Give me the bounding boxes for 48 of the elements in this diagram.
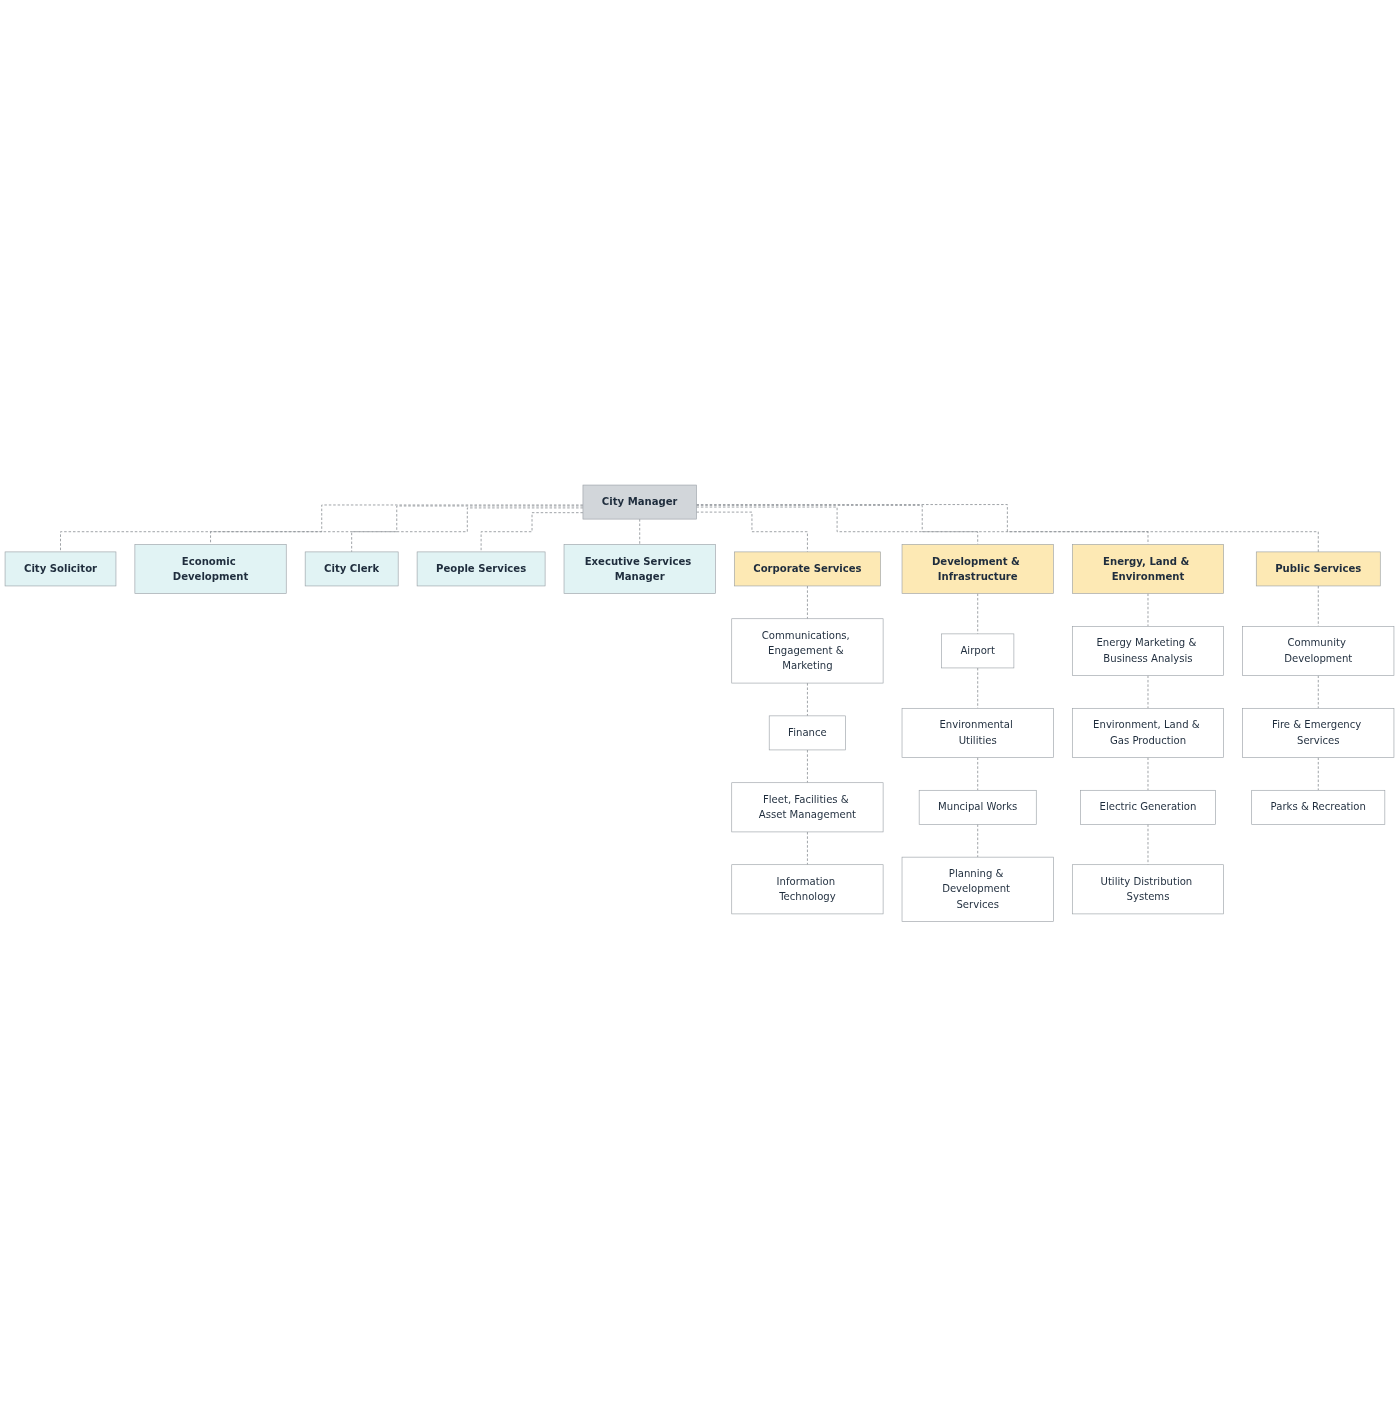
node-box: Economic Development <box>134 544 287 595</box>
connector <box>807 749 808 784</box>
node-box: Planning & Development Services <box>901 857 1054 922</box>
node-box: Information Technology <box>731 864 884 915</box>
connector <box>807 682 808 717</box>
node-box: Energy Marketing & Business Analysis <box>1072 626 1224 677</box>
connector <box>1317 585 1319 627</box>
connector <box>60 504 584 553</box>
connector <box>696 504 1319 553</box>
connector <box>1147 824 1149 866</box>
node-box: Energy, Land & Environment <box>1072 544 1224 595</box>
connector <box>696 505 1149 545</box>
node-box: Environmental Utilities <box>901 708 1054 759</box>
connector <box>1147 757 1149 791</box>
node-box: City Manager <box>582 484 697 520</box>
node-box: Fire & Emergency Services <box>1242 708 1395 759</box>
node-box: Environment, Land & Gas Production <box>1072 708 1224 759</box>
node-box: People Services <box>416 551 546 587</box>
connector <box>977 667 979 709</box>
node-box: Public Services <box>1255 551 1381 587</box>
connector <box>807 831 808 866</box>
node-box: Electric Generation <box>1080 790 1216 825</box>
node-box: Airport <box>941 633 1015 669</box>
connector <box>696 511 808 553</box>
node-box: City Solicitor <box>4 551 117 587</box>
node-box: Community Development <box>1242 626 1395 677</box>
connector <box>351 507 584 553</box>
connector <box>696 506 979 545</box>
connector <box>210 505 584 545</box>
node-box: Fleet, Facilities & Asset Management <box>731 782 884 833</box>
node-box: Muncipal Works <box>918 790 1037 825</box>
node-box: Development & Infrastructure <box>901 544 1054 595</box>
node-box: Finance <box>768 715 846 751</box>
connector <box>977 757 979 791</box>
node-box: Corporate Services <box>734 551 881 587</box>
connector <box>1147 593 1149 627</box>
node-box: Communications, Engagement & Marketing <box>731 618 884 684</box>
node-box: Parks & Recreation <box>1251 790 1386 825</box>
node-box: Executive Services Manager <box>563 544 716 595</box>
node-box: Utility Distribution Systems <box>1072 864 1224 915</box>
connector <box>1317 757 1319 791</box>
connector <box>1147 675 1149 709</box>
connector <box>1317 675 1319 709</box>
node-box: City Clerk <box>304 551 399 587</box>
connector <box>807 585 808 620</box>
connector <box>977 593 979 635</box>
connector <box>977 824 979 858</box>
connector <box>639 518 641 545</box>
